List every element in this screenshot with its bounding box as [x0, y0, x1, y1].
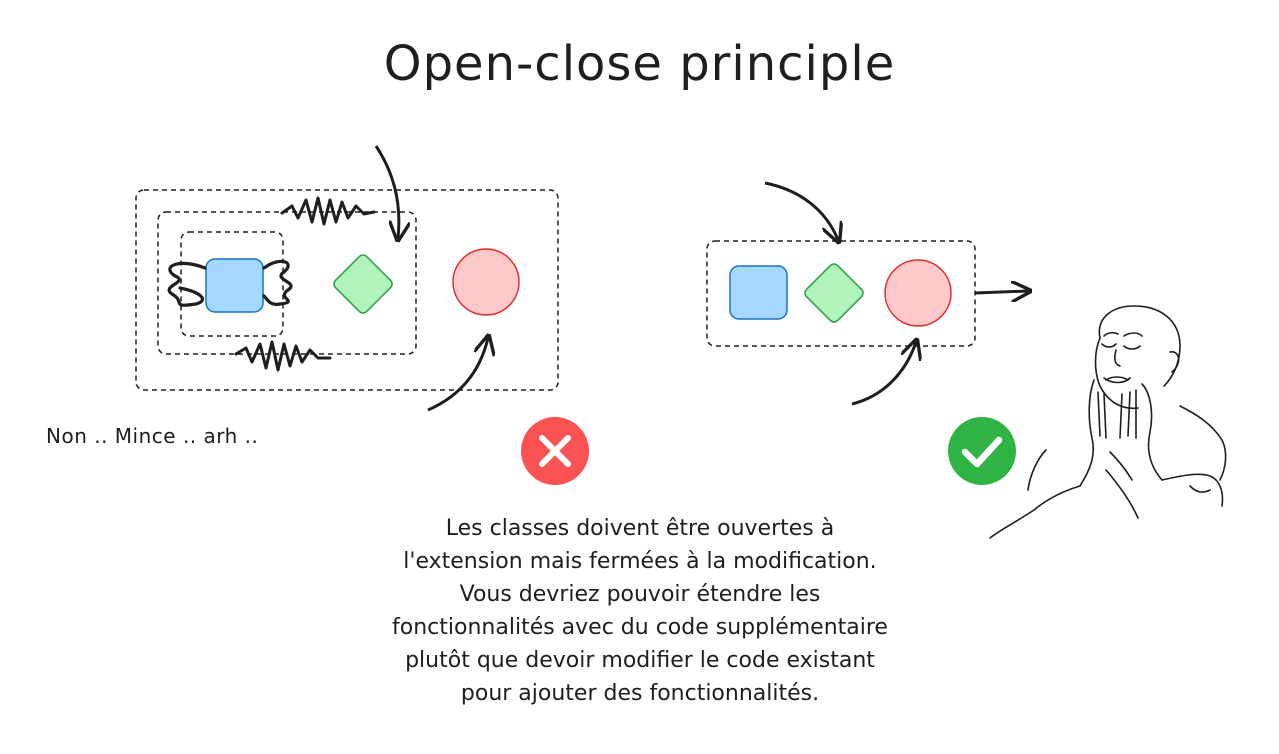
principle-description: Les classes doivent être ouvertes à l'ex… [340, 512, 940, 710]
description-line: fonctionnalités avec du code supplémenta… [392, 615, 888, 640]
left-caption: Non .. Mince .. arh .. [46, 424, 259, 448]
squiggle-top [280, 196, 376, 226]
description-line: Les classes doivent être ouvertes à [445, 516, 835, 541]
check-icon [961, 436, 1003, 468]
description-line: Vous devriez pouvoir étendre les [459, 582, 821, 607]
outer-boundary [135, 189, 559, 391]
blue-square [205, 258, 264, 313]
description-line: l'extension mais fermées à la modificati… [403, 549, 877, 574]
green-diamond [333, 254, 393, 314]
pink-circle [884, 259, 952, 327]
squiggle-left [167, 261, 207, 307]
good-diagram [706, 181, 1028, 406]
blue-square [729, 265, 788, 320]
description-line: plutôt que devoir modifier le code exist… [405, 648, 875, 673]
relieved-person-icon [989, 305, 1227, 539]
good-badge [948, 417, 1016, 485]
page-title: Open-close principle [383, 36, 896, 92]
arrow-from-module [851, 342, 916, 406]
squiggle-right [262, 259, 293, 306]
arrow-into-middle [374, 145, 399, 238]
description-line: pour ajouter des fonctionnalités. [460, 681, 820, 706]
squiggle-bottom [234, 340, 332, 372]
cross-icon [539, 435, 571, 467]
arrow-out-right [974, 291, 1028, 293]
arrow-into-module [764, 181, 838, 240]
arrow-to-circle [427, 338, 488, 412]
green-diamond [804, 263, 864, 323]
pink-circle [452, 248, 520, 316]
bad-badge [521, 417, 589, 485]
bad-diagram [135, 145, 559, 412]
